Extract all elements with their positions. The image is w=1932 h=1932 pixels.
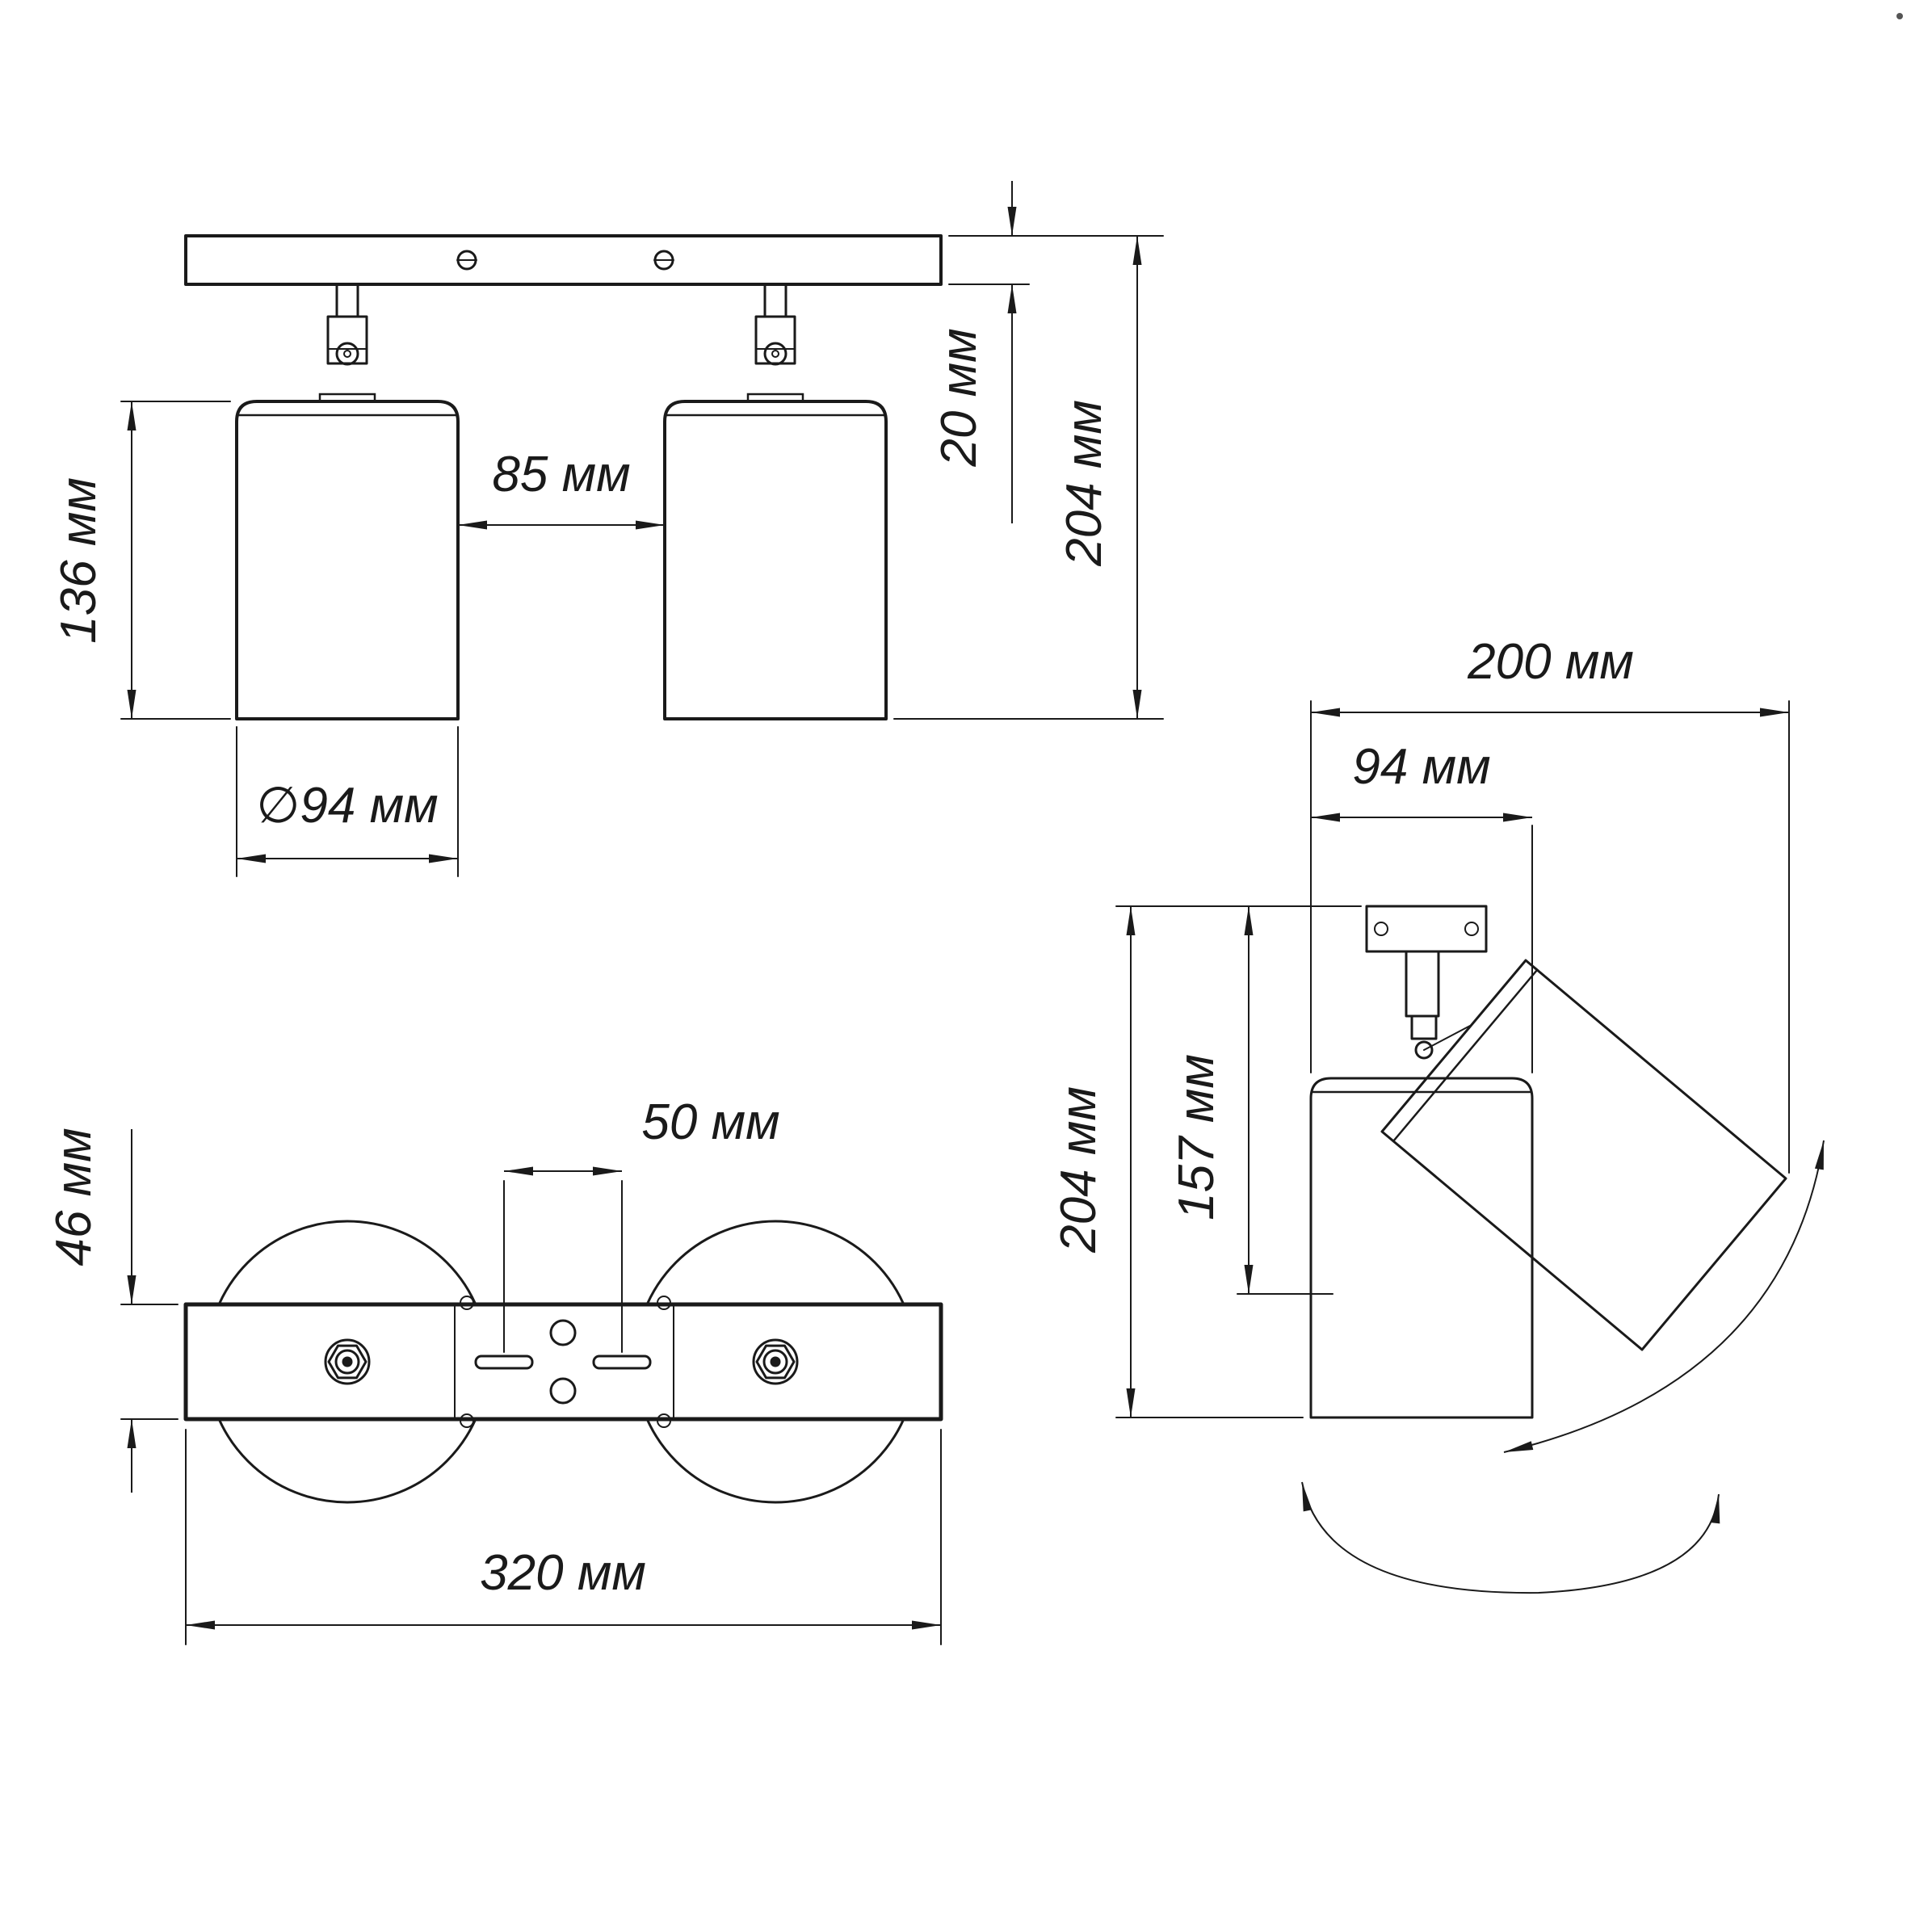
dim-label-canopy-thickness: 20 мм xyxy=(931,328,987,467)
dim-label-canopy-width: 46 мм xyxy=(46,1128,102,1266)
side-shade-vertical xyxy=(1309,1077,1534,1419)
side-shade-tilted xyxy=(1380,959,1787,1351)
spin-rotation-arrow xyxy=(1301,1481,1720,1594)
dim-max-reach: 200 мм xyxy=(1310,634,1790,1174)
right-stem-bracket xyxy=(746,283,804,403)
bar-edge-screws xyxy=(460,1296,671,1428)
front-view: 136 мм 85 мм 20 мм 204 мм ∅94 мм xyxy=(51,181,1164,877)
side-bracket xyxy=(1365,905,1488,953)
dim-shade-diameter-side: 94 мм xyxy=(1311,739,1533,1073)
dim-label-total-height-side: 204 мм xyxy=(1051,1086,1107,1254)
dim-shade-height: 136 мм xyxy=(51,401,231,720)
dim-label-max-reach: 200 мм xyxy=(1467,634,1634,690)
left-shade xyxy=(235,400,460,720)
dim-tilted-height: 157 мм xyxy=(1169,906,1334,1295)
dim-label-total-height-front: 204 мм xyxy=(1056,400,1112,567)
tilt-rotation-arrow xyxy=(1503,1140,1825,1453)
left-stem-nut xyxy=(324,1338,371,1385)
plate-screw-icon xyxy=(456,250,477,271)
dim-label-slot-spacing: 50 мм xyxy=(641,1094,779,1150)
left-stem-bracket xyxy=(318,283,376,403)
canopy-bar xyxy=(183,1302,943,1422)
side-stem-pivot xyxy=(1405,950,1471,1060)
dim-label-shade-gap: 85 мм xyxy=(492,447,630,502)
plan-view: 46 мм 50 мм 320 мм xyxy=(46,1094,943,1645)
dim-total-height-side: 204 мм xyxy=(1051,905,1362,1418)
dim-total-height-front: 204 мм xyxy=(893,236,1164,720)
right-stem-nut xyxy=(752,1338,799,1385)
dim-label-shade-height: 136 мм xyxy=(51,477,107,644)
dim-canopy-length: 320 мм xyxy=(185,1429,942,1645)
dim-slot-spacing: 50 мм xyxy=(503,1094,780,1353)
mounting-slots xyxy=(474,1319,652,1405)
dim-label-shade-diameter-side: 94 мм xyxy=(1352,739,1490,795)
dim-label-tilted-height: 157 мм xyxy=(1169,1054,1224,1220)
dim-label-shade-diameter-front: ∅94 мм xyxy=(256,778,438,834)
side-view: 200 мм 94 мм 204 мм 157 мм xyxy=(1051,634,1825,1594)
canopy-plate xyxy=(184,234,943,286)
dim-canopy-width: 46 мм xyxy=(46,1128,178,1493)
dim-shade-diameter-front: ∅94 мм xyxy=(236,726,459,877)
right-shade xyxy=(663,400,888,720)
dim-shade-gap: 85 мм xyxy=(458,447,665,530)
dim-label-canopy-length: 320 мм xyxy=(480,1545,646,1601)
plate-screw-icon xyxy=(653,250,674,271)
dim-canopy-thickness: 20 мм xyxy=(931,181,1164,523)
scan-speck xyxy=(1896,13,1903,19)
